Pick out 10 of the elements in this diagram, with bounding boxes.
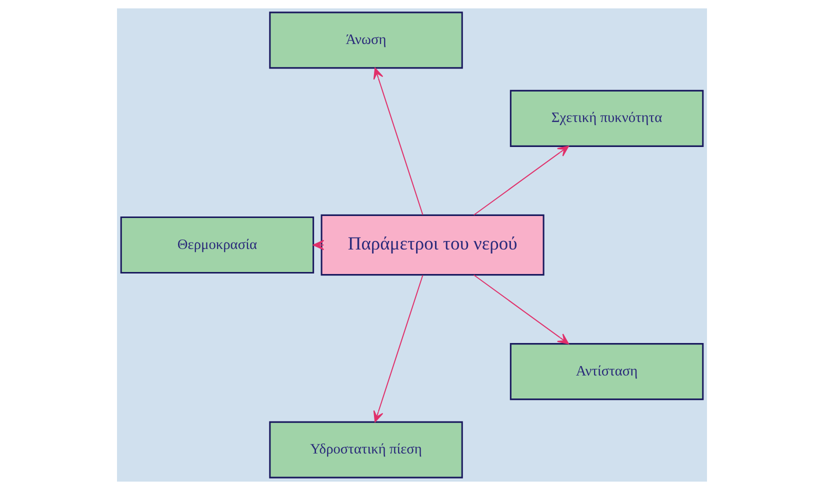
arrow xyxy=(312,240,324,250)
arrow xyxy=(372,68,423,215)
node-box: Θερμοκρασία xyxy=(120,216,314,274)
node-box: Σχετική πυκνότητα xyxy=(509,90,704,147)
arrow xyxy=(473,146,568,216)
node-box: Αντίσταση xyxy=(509,343,704,400)
node-box: Υδροστατική πίεση xyxy=(268,421,462,478)
node-box: Άνωση xyxy=(268,12,462,69)
arrow xyxy=(473,274,568,344)
arrow xyxy=(372,275,423,422)
